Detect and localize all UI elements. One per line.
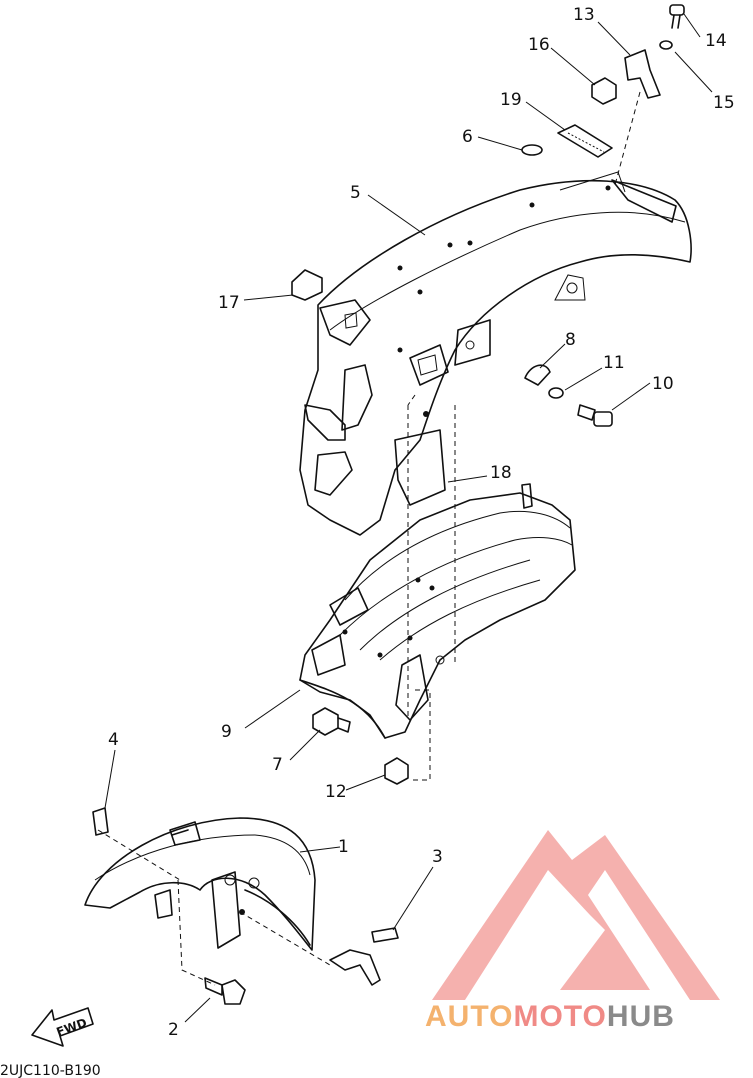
callout-11: 11 bbox=[603, 353, 625, 373]
callout-9: 9 bbox=[221, 722, 232, 742]
callout-6: 6 bbox=[462, 127, 473, 147]
brand-wordmark: AUTOMOTOHUB bbox=[425, 1000, 675, 1033]
callout-7: 7 bbox=[272, 755, 283, 775]
damper-17 bbox=[291, 269, 323, 301]
callout-17: 17 bbox=[218, 293, 240, 313]
brand-logo-mark bbox=[432, 830, 720, 1000]
callout-16: 16 bbox=[528, 35, 550, 55]
inner-rear-fender bbox=[299, 483, 576, 739]
leader-lines bbox=[104, 13, 713, 1023]
brand-part-auto: AUTO bbox=[425, 1000, 513, 1033]
clip-8 bbox=[524, 364, 551, 386]
assembly-lines bbox=[97, 91, 641, 986]
callout-5: 5 bbox=[350, 183, 361, 203]
callout-10: 10 bbox=[652, 374, 674, 394]
fwd-arrow-icon: FWD bbox=[31, 1007, 94, 1047]
nut-12 bbox=[384, 757, 409, 785]
fwd-label: FWD bbox=[54, 1015, 88, 1039]
clip-4 bbox=[92, 807, 109, 836]
washer-11 bbox=[548, 387, 564, 399]
callout-12: 12 bbox=[325, 782, 347, 802]
washer-15 bbox=[659, 40, 673, 50]
callout-13: 13 bbox=[573, 5, 595, 25]
brand-part-hub: HUB bbox=[607, 1000, 675, 1033]
bracket-13 bbox=[624, 49, 661, 99]
drawing-code: 2UJC110-B190 bbox=[0, 1063, 101, 1078]
callout-4: 4 bbox=[108, 730, 119, 750]
callout-19: 19 bbox=[500, 90, 522, 110]
bolt-2 bbox=[204, 977, 246, 1005]
bolt-7 bbox=[312, 707, 351, 736]
callout-3: 3 bbox=[432, 847, 443, 867]
callout-14: 14 bbox=[705, 31, 727, 51]
callout-18: 18 bbox=[490, 463, 512, 483]
callout-8: 8 bbox=[565, 330, 576, 350]
bracket-3 bbox=[329, 927, 399, 986]
front-fender bbox=[84, 817, 316, 951]
brand-part-moto: MOTO bbox=[513, 1000, 606, 1033]
screw-14 bbox=[669, 4, 685, 29]
callout-labels: 13 14 15 16 19 6 5 17 8 11 10 18 9 7 12 … bbox=[108, 5, 735, 1040]
bolt-10 bbox=[577, 404, 613, 427]
rear-fender bbox=[299, 171, 692, 536]
callout-1: 1 bbox=[338, 837, 349, 857]
callout-2: 2 bbox=[168, 1020, 179, 1040]
plate-19 bbox=[557, 124, 613, 158]
nut-16 bbox=[591, 77, 617, 105]
callout-15: 15 bbox=[713, 93, 735, 113]
grommet-6 bbox=[521, 144, 543, 156]
